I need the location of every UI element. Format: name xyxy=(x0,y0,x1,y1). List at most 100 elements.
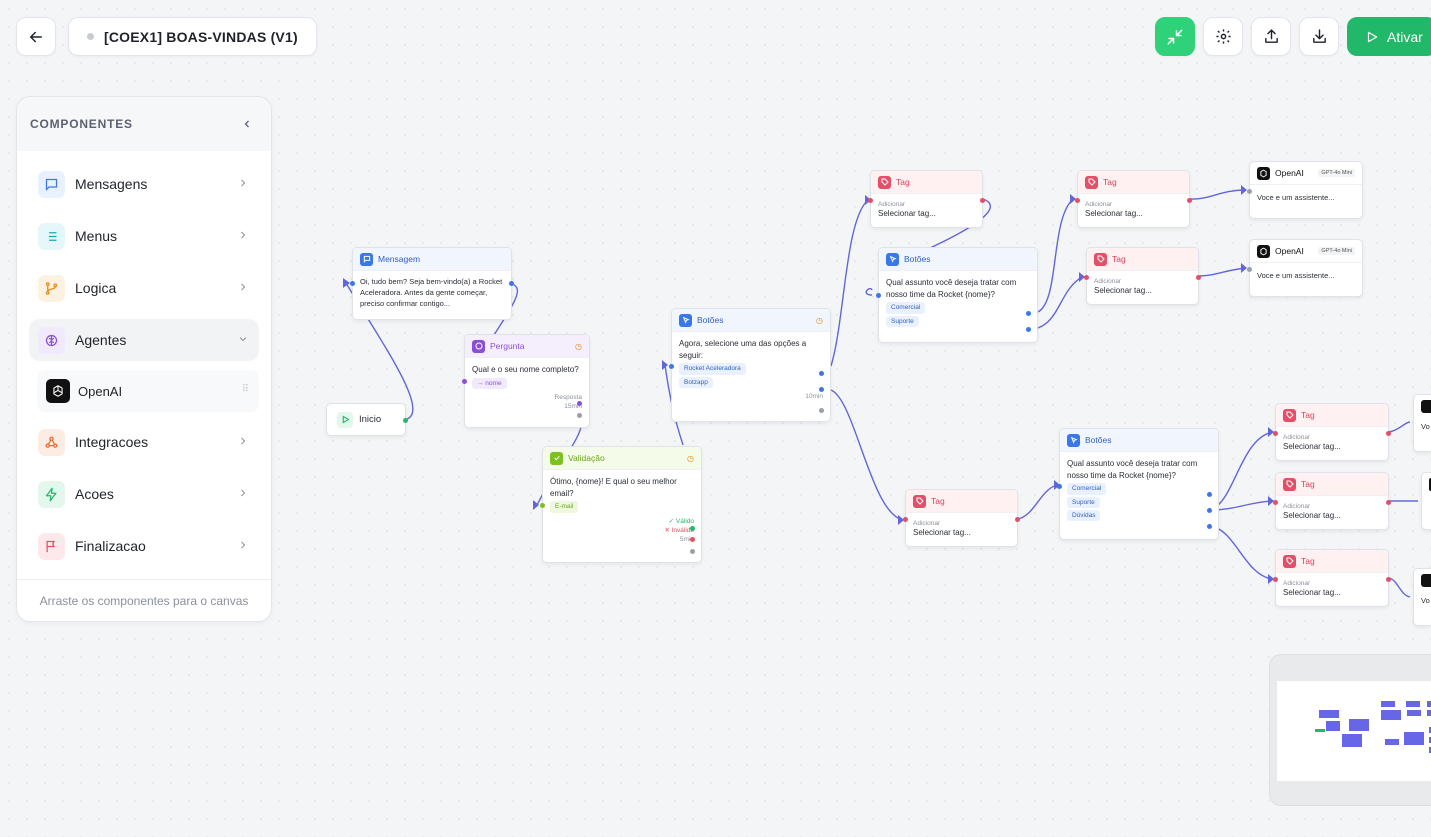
tag-node[interactable]: Tag Adicionar Selecionar tag... xyxy=(1075,170,1192,228)
timeout-port[interactable] xyxy=(577,413,582,418)
chevron-right-icon xyxy=(241,179,246,187)
input-port[interactable] xyxy=(1247,267,1252,272)
answer-port[interactable] xyxy=(577,401,582,406)
input-port[interactable] xyxy=(1247,189,1252,194)
input-port[interactable] xyxy=(350,281,355,286)
output-port[interactable] xyxy=(1386,431,1391,436)
buttons-text: Qual assunto você deseja tratar com noss… xyxy=(886,278,1017,299)
sidebar-item-acoes[interactable]: Acoes xyxy=(29,473,259,515)
output-port[interactable] xyxy=(509,281,514,286)
input-port[interactable] xyxy=(1273,431,1278,436)
node-header: Tag xyxy=(906,490,1017,513)
timeout-port[interactable] xyxy=(690,549,695,554)
openai-prompt: Voce e um assistente... xyxy=(1257,271,1335,280)
node-header: Botões xyxy=(1060,429,1218,452)
sidebar-item-integracoes[interactable]: Integracoes xyxy=(29,421,259,463)
option-port[interactable] xyxy=(819,387,824,392)
option-port[interactable] xyxy=(1026,311,1031,316)
sidebar-item-mensagens[interactable]: Mensagens xyxy=(29,163,259,205)
input-port[interactable] xyxy=(868,198,873,203)
valid-port[interactable] xyxy=(690,526,695,531)
node-header: OpenAI GPT-4o Mini xyxy=(1250,162,1362,185)
sidebar-item-agentes[interactable]: Agentes xyxy=(29,319,259,361)
status-dot xyxy=(87,33,94,40)
minimap-node xyxy=(1385,739,1399,745)
activate-button[interactable]: Ativar xyxy=(1347,17,1431,56)
flow-title-box[interactable]: [COEX1] BOAS-VINDAS (V1) xyxy=(68,17,317,56)
output-port[interactable] xyxy=(1196,275,1201,280)
buttons-text: Qual assunto você deseja tratar com noss… xyxy=(1067,459,1198,480)
start-node[interactable]: Inicio xyxy=(326,403,408,436)
input-port[interactable] xyxy=(669,364,674,369)
option-pill: Comercial xyxy=(886,302,926,314)
minimize-icon xyxy=(1167,29,1183,44)
input-port[interactable] xyxy=(903,517,908,522)
sidebar-item-logica[interactable]: Logica xyxy=(29,267,259,309)
tag-node[interactable]: Tag Adicionar Selecionar tag... xyxy=(1273,472,1391,530)
option-port[interactable] xyxy=(1207,524,1212,529)
validation-node[interactable]: Validação ◷ Ótimo, {nome}! E qual o seu … xyxy=(540,446,702,563)
output-port[interactable] xyxy=(1015,517,1020,522)
minimap-viewport[interactable] xyxy=(1277,681,1431,781)
message-node[interactable]: Mensagem Oi, tudo bem? Seja bem-vindo(a)… xyxy=(350,247,514,320)
tag-value: Selecionar tag... xyxy=(1283,511,1341,521)
sidebar-item-finalizacao[interactable]: Finalizacao xyxy=(29,525,259,567)
node-title: Tag xyxy=(896,177,910,187)
tag-node[interactable]: Tag Adicionar Selecionar tag... xyxy=(1084,247,1201,305)
openai-node[interactable]: OpenAI GPT-4o Mini Voce e um assistente.… xyxy=(1247,161,1363,219)
openai-node-partial[interactable]: Vo xyxy=(1413,568,1431,626)
upload-button[interactable] xyxy=(1251,17,1291,56)
tag-value: Selecionar tag... xyxy=(913,528,971,538)
sidebar-title: COMPONENTES xyxy=(30,117,133,131)
input-port[interactable] xyxy=(876,293,881,298)
buttons-node-a[interactable]: Botões Qual assunto você deseja tratar c… xyxy=(876,247,1038,343)
tag-node[interactable]: Tag Adicionar Selecionar tag... xyxy=(1273,549,1391,607)
openai-node-partial[interactable]: Vo xyxy=(1413,394,1431,452)
tag-node[interactable]: Tag Adicionar Selecionar tag... xyxy=(1273,403,1391,461)
collapse-sidebar-icon[interactable] xyxy=(241,118,253,130)
question-node[interactable]: Pergunta ◷ Qual e o seu nome completo? →… xyxy=(462,334,590,428)
minimap[interactable] xyxy=(1269,654,1431,806)
brain-icon xyxy=(38,326,65,354)
pointer-icon xyxy=(886,252,899,266)
pointer-icon xyxy=(679,313,692,327)
node-header xyxy=(1414,395,1431,418)
sidebar-subitem-openai[interactable]: OpenAI ⠿ xyxy=(37,370,259,412)
tag-node[interactable]: Tag Adicionar Selecionar tag... xyxy=(903,489,1020,547)
timeout-port[interactable] xyxy=(819,408,824,413)
openai-node-partial[interactable] xyxy=(1421,472,1431,530)
buttons-node-main[interactable]: Botões ◷ Agora, selecione uma das opções… xyxy=(669,308,831,422)
output-port[interactable] xyxy=(1386,577,1391,582)
input-port[interactable] xyxy=(1273,500,1278,505)
drag-handle-icon[interactable]: ⠿ xyxy=(241,384,249,395)
option-port[interactable] xyxy=(1207,492,1212,497)
input-port[interactable] xyxy=(1084,275,1089,280)
minimap-node xyxy=(1429,737,1431,743)
buttons-node-b[interactable]: Botões Qual assunto você deseja tratar c… xyxy=(1057,428,1219,540)
tag-node[interactable]: Tag Adicionar Selecionar tag... xyxy=(868,170,985,228)
input-port[interactable] xyxy=(1273,577,1278,582)
output-port[interactable] xyxy=(1386,500,1391,505)
openai-icon xyxy=(46,379,70,403)
option-port[interactable] xyxy=(1026,327,1031,332)
output-port[interactable] xyxy=(403,418,408,423)
input-port[interactable] xyxy=(1075,198,1080,203)
sidebar-item-label: Finalizacao xyxy=(75,538,146,554)
invalid-port[interactable] xyxy=(690,537,695,542)
back-button[interactable] xyxy=(16,17,56,56)
node-header: OpenAI GPT-4o Mini xyxy=(1250,240,1362,263)
settings-button[interactable] xyxy=(1203,17,1243,56)
option-port[interactable] xyxy=(1207,508,1212,513)
option-port[interactable] xyxy=(819,371,824,376)
sidebar-item-label: Agentes xyxy=(75,332,127,348)
input-port[interactable] xyxy=(1057,484,1062,489)
minimize-button[interactable] xyxy=(1155,17,1195,56)
node-header: Tag xyxy=(1276,550,1388,573)
openai-node[interactable]: OpenAI GPT-4o Mini Voce e um assistente.… xyxy=(1247,239,1363,297)
download-button[interactable] xyxy=(1299,17,1339,56)
input-port[interactable] xyxy=(540,503,545,508)
input-port[interactable] xyxy=(462,379,467,384)
output-port[interactable] xyxy=(980,198,985,203)
sidebar-item-menus[interactable]: Menus xyxy=(29,215,259,257)
output-port[interactable] xyxy=(1187,198,1192,203)
